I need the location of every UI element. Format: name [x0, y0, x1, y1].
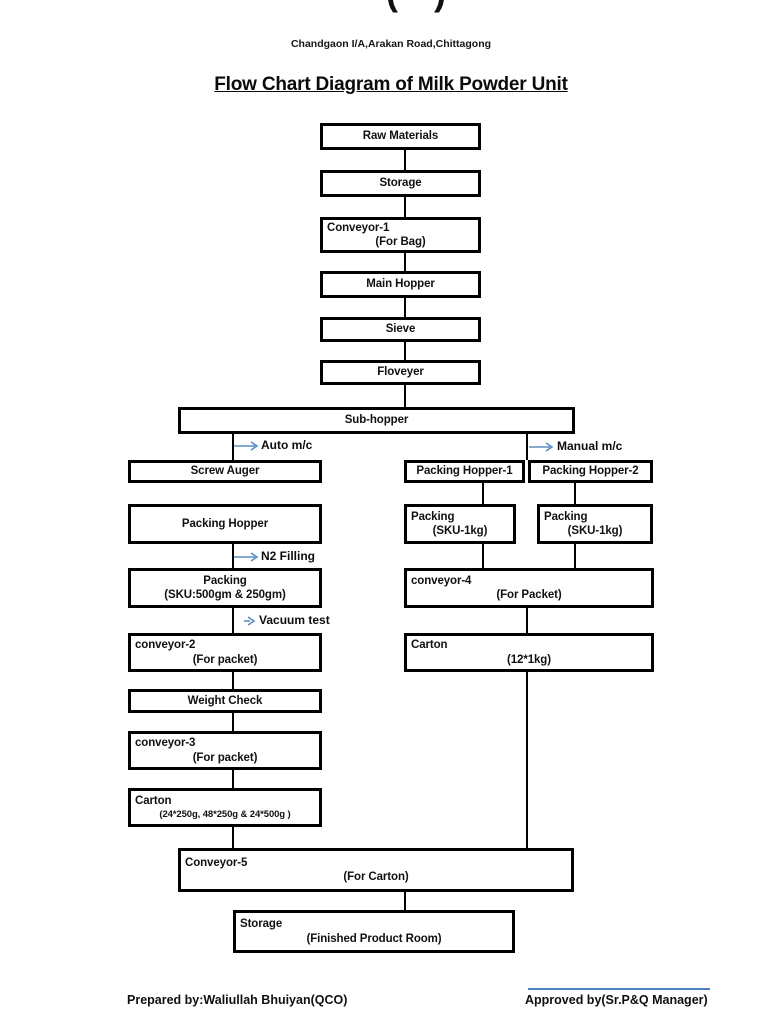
node-carton-left: Carton (24*250g, 48*250g & 24*500g ) — [128, 788, 322, 827]
clipped-company-name-right-paren: ) — [434, 0, 446, 11]
connector-line — [526, 672, 528, 848]
node-main-hopper: Main Hopper — [320, 271, 481, 298]
node-floveyer: Floveyer — [320, 360, 481, 385]
connector-line — [482, 544, 484, 568]
node-label: conveyor-3 — [135, 737, 196, 750]
node-conveyor-3: conveyor-3 (For packet) — [128, 731, 322, 770]
node-packing-hopper-1: Packing Hopper-1 — [404, 460, 525, 483]
node-label: Carton — [411, 639, 448, 652]
node-carton-right: Carton (12*1kg) — [404, 633, 654, 672]
connector-line — [526, 434, 528, 460]
node-sublabel: (SKU-1kg) — [432, 525, 488, 537]
node-conveyor-4: conveyor-4 (For Packet) — [404, 568, 654, 608]
node-screw-auger: Screw Auger — [128, 460, 322, 483]
page-title: Flow Chart Diagram of Milk Powder Unit — [214, 74, 568, 95]
auto-mc-arrow-icon — [234, 441, 259, 451]
node-packing-hopper-2: Packing Hopper-2 — [528, 460, 653, 483]
node-sieve: Sieve — [320, 317, 481, 342]
node-label: Carton — [135, 795, 172, 808]
node-label: Conveyor-1 — [327, 221, 390, 234]
node-weight-check: Weight Check — [128, 689, 322, 713]
node-storage-top: Storage — [320, 170, 481, 197]
approved-by-text: Approved by(Sr.P&Q Manager) — [525, 993, 708, 1007]
connector-line — [232, 672, 234, 689]
node-sublabel: (SKU:500gm & 250gm) — [164, 589, 286, 601]
approval-signature-line — [528, 988, 710, 990]
node-label: Packing Hopper — [181, 517, 269, 530]
node-conveyor-5: Conveyor-5 (For Carton) — [178, 848, 574, 892]
node-sublabel: (For Packet) — [496, 589, 562, 601]
connector-line — [232, 713, 234, 731]
node-conveyor-2: conveyor-2 (For packet) — [128, 633, 322, 672]
connector-line — [574, 483, 576, 504]
connector-line — [404, 385, 406, 407]
node-sublabel: (For Carton) — [343, 871, 409, 883]
connector-line — [232, 770, 234, 788]
node-label: Packing — [203, 574, 247, 587]
node-label: Packing — [411, 510, 455, 523]
node-packing-1kg-a: Packing (SKU-1kg) — [404, 504, 516, 544]
connector-line — [232, 434, 234, 460]
node-label: conveyor-2 — [135, 639, 196, 652]
connector-line — [232, 827, 234, 848]
connector-line — [232, 544, 234, 568]
connector-line — [526, 608, 528, 633]
node-sublabel: (Finished Product Room) — [306, 932, 442, 945]
node-sublabel: (12*1kg) — [507, 653, 551, 666]
node-label: Conveyor-5 — [185, 856, 248, 869]
connector-line — [404, 298, 406, 317]
node-label: Packing Hopper-1 — [416, 465, 513, 478]
manual-mc-arrow-icon — [529, 442, 554, 452]
node-sublabel: (For Bag) — [375, 236, 426, 248]
connector-line — [404, 892, 406, 910]
node-conveyor-1: Conveyor-1 (For Bag) — [320, 217, 481, 253]
node-sublabel: (For packet) — [192, 653, 258, 666]
node-label: Storage — [240, 918, 283, 931]
node-label: Weight Check — [187, 694, 263, 707]
node-label: Sieve — [385, 323, 416, 336]
prepared-by-text: Prepared by:Waliullah Bhuiyan(QCO) — [127, 993, 348, 1007]
company-address: Chandgaon I/A,Arakan Road,Chittagong — [290, 38, 492, 50]
connector-line — [574, 544, 576, 568]
clipped-company-name-left-paren: ( — [386, 0, 398, 11]
node-label: Floveyer — [377, 366, 424, 379]
node-label: Raw Materials — [362, 130, 439, 143]
node-packing-hopper-left: Packing Hopper — [128, 504, 322, 544]
connector-line — [232, 608, 234, 633]
process-label-vacuum-test: Vacuum test — [259, 613, 330, 627]
connector-line — [482, 483, 484, 504]
node-storage-bottom: Storage (Finished Product Room) — [233, 910, 515, 953]
node-label: conveyor-4 — [411, 574, 472, 587]
branch-label-auto-mc: Auto m/c — [261, 438, 313, 452]
node-label: Sub-hopper — [344, 414, 409, 427]
node-sublabel: (24*250g, 48*250g & 24*500g ) — [159, 808, 291, 820]
connector-line — [404, 342, 406, 360]
node-label: Storage — [379, 177, 422, 190]
node-sub-hopper: Sub-hopper — [178, 407, 575, 434]
node-raw-materials: Raw Materials — [320, 123, 481, 150]
node-label: Packing — [544, 510, 588, 523]
node-sublabel: (For packet) — [192, 751, 258, 764]
node-label: Main Hopper — [366, 278, 435, 291]
vacuum-test-arrow-icon — [244, 616, 256, 626]
branch-label-manual-mc: Manual m/c — [557, 439, 623, 453]
node-label: Screw Auger — [190, 465, 260, 478]
node-label: Packing Hopper-2 — [542, 465, 639, 478]
connector-line — [404, 150, 406, 170]
node-sublabel: (SKU-1kg) — [567, 525, 623, 537]
connector-line — [404, 253, 406, 271]
process-label-n2-filling: N2 Filling — [261, 549, 315, 563]
connector-line — [404, 197, 406, 217]
node-packing-left: Packing (SKU:500gm & 250gm) — [128, 568, 322, 608]
node-packing-1kg-b: Packing (SKU-1kg) — [537, 504, 653, 544]
n2-filling-arrow-icon — [234, 552, 259, 562]
